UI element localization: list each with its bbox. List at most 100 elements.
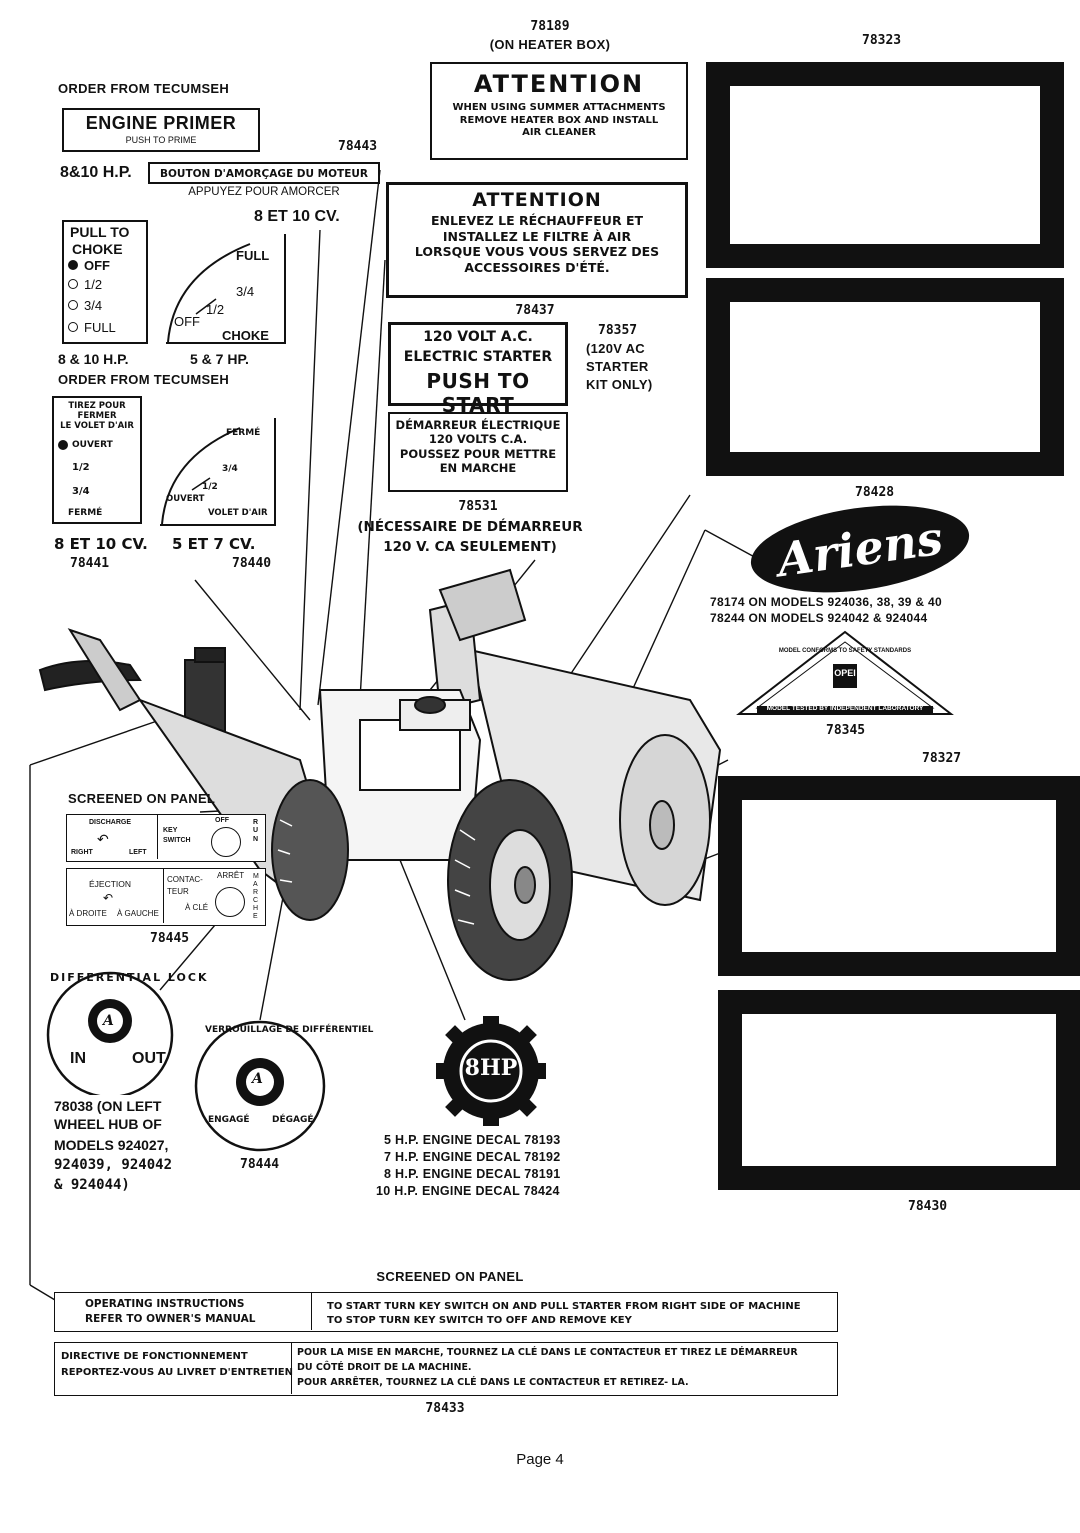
avertissement-triangle-icon: ⚠ <box>769 312 790 337</box>
bottom-en-left2: REFER TO OWNER'S MANUAL <box>85 1313 256 1325</box>
dial-full: FULL <box>236 248 270 263</box>
choke-hp2: 5 & 7 HP. <box>190 351 249 367</box>
decal-78323-line: ROTATING PARTS <box>820 140 950 156</box>
primer-fr-decal: BOUTON D'AMORÇAGE DU MOTEUR <box>148 162 380 184</box>
bottom-fr-left2: REPORTEZ-VOUS AU LIVRET D'ENTRETIEN <box>61 1367 293 1378</box>
opei-ring: MODEL CONFORMS TO SAFETY STANDARDS <box>778 648 912 654</box>
primer-fr-line1: BOUTON D'AMORÇAGE DU MOTEUR <box>159 168 368 180</box>
starter-side-2: STARTER <box>586 359 649 374</box>
decal-78323-title: WARNING <box>798 90 1024 136</box>
diff-en-l3: MODELS 924027, <box>54 1137 169 1153</box>
panel-en: DISCHARGE ↶ RIGHT LEFT KEY SWITCH OFF RU… <box>66 814 266 862</box>
decal-78189-line: AIR CLEANER <box>522 127 596 138</box>
opei-number: 78345 <box>826 723 866 738</box>
opei-text: MODEL TESTED BY INDEPENDENT LABORATORY <box>766 705 924 712</box>
choke-off: OFF <box>84 258 110 273</box>
decal-78437-line: ENLEVEZ LE RÉCHAUFFEUR ET <box>430 213 644 228</box>
diff-en-l4: 924039, 924042 <box>54 1157 173 1173</box>
decal-78437-number: 78437 <box>515 303 555 318</box>
diff-en-in: IN <box>70 1050 86 1067</box>
choke-fr-three-q: 3/4 <box>72 486 90 497</box>
starter-fr4: EN MARCHE <box>439 461 517 476</box>
decal-78327-number: 78327 <box>922 751 962 766</box>
diff-en-out: OUT <box>132 1050 166 1067</box>
starter-note1: (NÉCESSAIRE DE DÉMARREUR <box>357 519 583 535</box>
decal-78437-title: ATTENTION <box>472 189 602 211</box>
engine-primer-title: ENGINE PRIMER <box>85 113 237 133</box>
decal-78437: ATTENTION ENLEVEZ LE RÉCHAUFFEUR ET INST… <box>386 182 688 298</box>
bottom-fr-right2: DU CÔTÉ DROIT DE LA MACHINE. <box>297 1362 472 1373</box>
decal-78430-number: 78430 <box>908 1199 948 1214</box>
decal-78430-line: QUAND LE MOTEUR TOURNE. <box>793 1103 1005 1119</box>
decal-78428-line: LE FIL DE LA BOUGIE AVANT DE <box>779 379 991 393</box>
page-number: Page 4 <box>516 1451 564 1468</box>
decal-78428-line: ATTENTION AUX PIÈCES MOBILES <box>773 349 997 363</box>
panel-marche: MARCHE <box>253 873 259 921</box>
choke-decal-en: PULL TO CHOKE OFF 1/2 3/4 FULL <box>62 220 148 344</box>
decal-78323: ⚠ WARNING ROTATING PARTS STOP ENGINE AND… <box>706 62 1064 268</box>
dial-choke: CHOKE <box>222 328 269 343</box>
decal-78430: ⚠ AVERTISSEMENT PIÈCES TOURNANTES. NE PA… <box>718 990 1080 1190</box>
ariens-models-2: 78244 ON MODELS 924042 & 924044 <box>710 611 928 625</box>
bottom-panel-en: OPERATING INSTRUCTIONS REFER TO OWNER'S … <box>54 1292 838 1332</box>
bottom-fr-right3: POUR ARRÊTER, TOURNEZ LA CLÉ DANS LE CON… <box>297 1377 689 1388</box>
choke-three-q: 3/4 <box>84 298 103 313</box>
dial-fr-ouvert: OUVERT <box>166 494 205 504</box>
ariens-a-icon: A <box>252 1071 263 1087</box>
panel-switch: SWITCH <box>163 837 191 844</box>
panel-acle: À CLÉ <box>185 903 209 912</box>
panel-discharge: DISCHARGE <box>89 819 132 826</box>
decal-78327-line: RAKES WHILE ENGINE <box>800 888 998 907</box>
avertissement-triangle-icon: ⚠ <box>742 1020 769 1055</box>
diff-fr-ring: VERROUILLAGE DE DIFFÉRENTIEL <box>205 1025 374 1035</box>
bottom-en-right1: TO START TURN KEY SWITCH ON AND PULL STA… <box>327 1301 801 1312</box>
pull-to: PULL TO <box>70 224 130 240</box>
starter-fr-decal: DÉMARREUR ÉLECTRIQUE 120 VOLTS C.A. POUS… <box>388 412 568 492</box>
diff-en-ring: DIFFERENTIAL LOCK <box>50 971 209 984</box>
decal-78327: ⚠ WARNING ROTATING PARTS KEEP CLEAR OF C… <box>718 776 1080 976</box>
diff-en-l2: WHEEL HUB OF <box>54 1116 162 1132</box>
dial-half: 1/2 <box>206 302 225 317</box>
ejection-arrow-icon: ↶ <box>103 891 114 905</box>
choke-fr-cv1: 8 ET 10 CV. <box>54 535 148 553</box>
choke-full-icon <box>68 322 78 332</box>
panel-droite: À DROITE <box>69 909 107 918</box>
ariens-a-icon: A <box>103 1013 114 1029</box>
opei-triangle-decal <box>736 630 954 715</box>
dial-fr-ferme: FERMÉ <box>226 428 261 438</box>
dial-off: OFF <box>174 314 200 329</box>
decal-78437-line: INSTALLEZ LE FILTRE À AIR <box>442 228 632 244</box>
panel-teur: TEUR <box>167 887 189 896</box>
diff-fr-degage: DÉGAGÉ <box>272 1115 314 1125</box>
choke-label: CHOKE <box>72 241 123 257</box>
decal-78189: ATTENTION WHEN USING SUMMER ATTACHMENTS … <box>430 62 688 160</box>
ariens-models-1: 78174 ON MODELS 924036, 38, 39 & 40 <box>710 595 942 609</box>
choke-half: 1/2 <box>84 277 103 292</box>
panel-key: KEY <box>163 827 178 834</box>
decal-78189-line: REMOVE HEATER BOX AND INSTALL <box>459 114 659 126</box>
decal-78327-line: IS RUNNING <box>845 908 953 927</box>
decal-78430-title: AVERTISSEMENT <box>779 1020 1056 1055</box>
dial-three-q: 3/4 <box>236 284 255 299</box>
bottom-fr-right1: POUR LA MISE EN MARCHE, TOURNEZ LA CLÉ D… <box>297 1347 798 1358</box>
decal-78189-number: 78189 <box>530 19 570 34</box>
panel-run: RUN <box>253 819 259 843</box>
starter-decal: 120 VOLT A.C. ELECTRIC STARTER PUSH TO S… <box>388 322 568 417</box>
decal-78437-line: LORSQUE VOUS VOUS SERVEZ DES <box>414 244 660 260</box>
engine-primer-sub: PUSH TO PRIME <box>125 135 197 145</box>
warning-triangle-icon: ⚠ <box>746 90 784 136</box>
starter-note2: 120 V. CA SEULEMENT) <box>383 539 557 555</box>
engine-decal-line: 10 H.P. ENGINE DECAL 78424 <box>376 1184 560 1198</box>
bottom-panel-fr: DIRECTIVE DE FONCTIONNEMENT REPORTEZ-VOU… <box>54 1342 838 1396</box>
key-switch-icon <box>211 827 241 857</box>
panel-ejection: ÉJECTION <box>89 879 132 889</box>
panel-number: 78445 <box>150 931 190 946</box>
decal-78327-line: ROTATING PARTS <box>822 848 976 867</box>
decal-78428-title: AVERTISSEMENT <box>797 312 1001 337</box>
primer-number: 78443 <box>338 139 378 154</box>
diff-lock-en-decal <box>46 971 174 1095</box>
order-from-tecumseh: ORDER FROM TECUMSEH <box>58 81 230 96</box>
starter-l1: 120 VOLT A.C. <box>423 329 533 345</box>
panel-fr: ÉJECTION ↶ À DROITE À GAUCHE CONTAC- TEU… <box>66 868 266 926</box>
diff-en-l1: 78038 (ON LEFT <box>54 1098 162 1114</box>
